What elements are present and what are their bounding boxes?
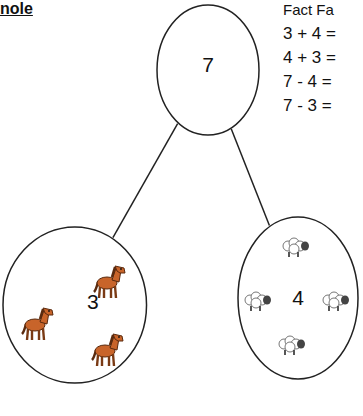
- fact-equation: 4 + 3 =: [283, 49, 336, 68]
- fact-family-heading: Fact Fa: [283, 2, 334, 19]
- fact-equation: 7 - 4 =: [283, 73, 332, 92]
- part-whole-circle: 4: [237, 216, 359, 380]
- branch-line: [113, 124, 178, 238]
- number-label: 7: [202, 53, 214, 76]
- number-label: 4: [292, 286, 304, 309]
- part-whole-circle: 3: [2, 226, 148, 384]
- fact-equation: 7 - 3 =: [283, 97, 332, 116]
- number-label: 3: [87, 290, 99, 313]
- part-whole-circle: 7: [156, 4, 260, 136]
- circle-outline: [2, 226, 148, 384]
- branch-line: [231, 129, 269, 226]
- heading-label: nole: [0, 0, 33, 18]
- fact-equation: 3 + 4 =: [283, 25, 336, 44]
